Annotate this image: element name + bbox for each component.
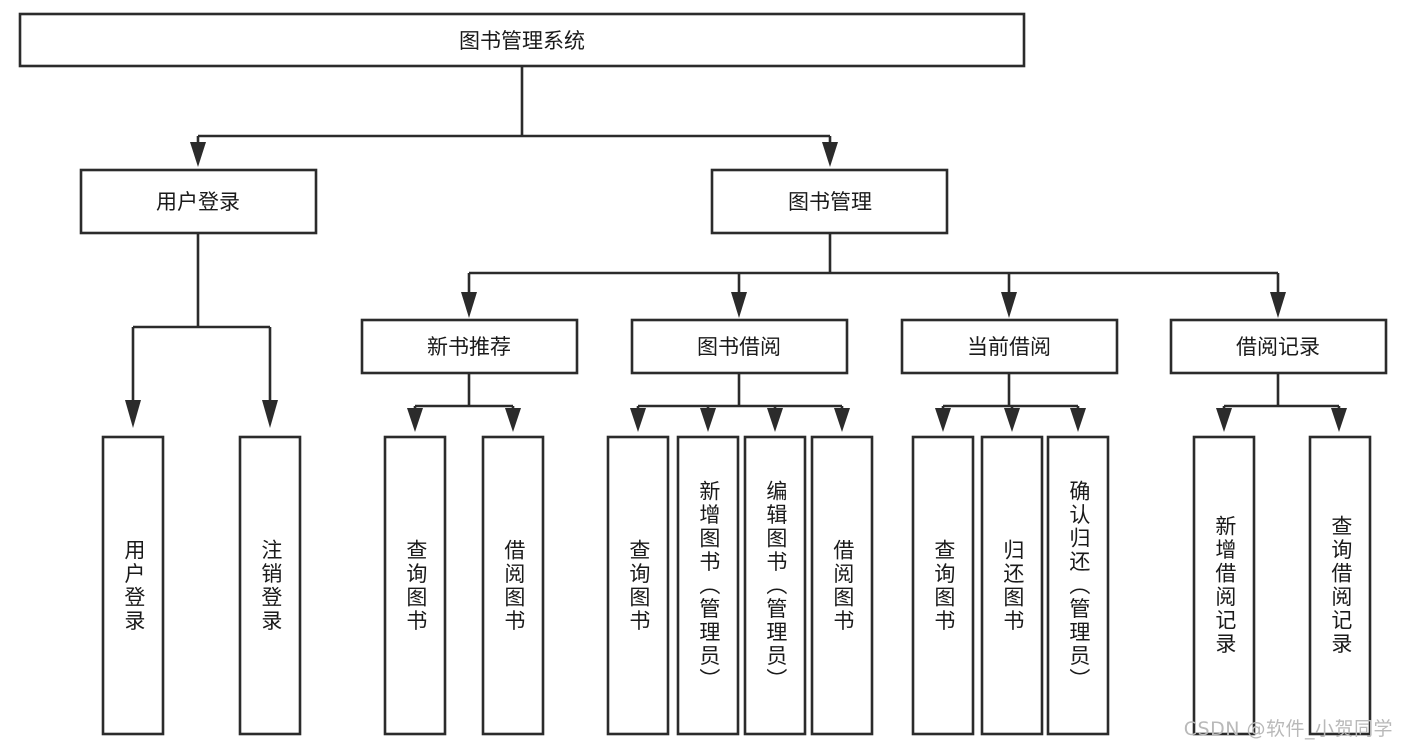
arrow-to-leaf-borrow-book-1-icon (505, 408, 521, 432)
connectors-book-manage-to-level3 (461, 233, 1286, 318)
arrow-to-book-borrow-icon (731, 292, 747, 318)
arrow-to-leaf-add-book-icon (700, 408, 716, 432)
arrow-to-new-book-recommend-icon (461, 292, 477, 318)
node-root-box[interactable] (18, 12, 1026, 68)
node-user-login-label: 用户登录 (156, 190, 240, 214)
leaf-boxes (101, 435, 1372, 736)
connectors-borrow-record-to-leaves (1216, 373, 1347, 432)
arrow-to-leaf-edit-book-icon (767, 408, 783, 432)
leaf-query-book-2-box[interactable] (606, 435, 670, 736)
csdn-watermark: CSDN @软件_小贺同学 (1183, 718, 1393, 740)
connectors-new-book-recommend-to-leaves (407, 373, 521, 432)
arrow-to-book-manage-icon (822, 142, 838, 167)
arrow-to-leaf-user-login-icon (125, 400, 141, 428)
connectors-book-borrow-to-leaves (630, 373, 850, 432)
leaf-query-record-box[interactable] (1308, 435, 1372, 736)
arrow-to-current-borrow-icon (1001, 292, 1017, 318)
arrow-to-user-login-icon (190, 142, 206, 167)
arrow-to-leaf-query-record-icon (1331, 408, 1347, 432)
node-borrow-record-box[interactable] (1169, 318, 1388, 375)
arrow-to-leaf-borrow-book-2-icon (834, 408, 850, 432)
node-borrow-record[interactable]: 借阅记录 (1169, 318, 1388, 375)
node-book-borrow-label: 图书借阅 (697, 335, 781, 359)
arrow-to-borrow-record-icon (1270, 292, 1286, 318)
node-borrow-record-label: 借阅记录 (1236, 335, 1320, 359)
connectors-user-login-to-leaves (125, 233, 278, 428)
leaf-add-book-box[interactable] (676, 435, 740, 736)
arrow-to-leaf-query-book-1-icon (407, 408, 423, 432)
leaf-return-book-box[interactable] (980, 435, 1044, 736)
node-root-label: 图书管理系统 (459, 29, 585, 53)
connectors-root-to-level2 (190, 66, 838, 167)
arrow-to-leaf-user-logout-icon (262, 400, 278, 428)
node-new-book-recommend-box[interactable] (360, 318, 579, 375)
node-book-borrow-box[interactable] (630, 318, 849, 375)
leaf-confirm-return-box[interactable] (1046, 435, 1110, 736)
leaf-borrow-book-2-box[interactable] (810, 435, 874, 736)
node-root[interactable]: 图书管理系统 (18, 12, 1026, 68)
node-user-login[interactable]: 用户登录 (79, 168, 318, 235)
connectors-current-borrow-to-leaves (935, 373, 1086, 432)
node-current-borrow-box[interactable] (900, 318, 1119, 375)
node-user-login-box[interactable] (79, 168, 318, 235)
arrow-to-leaf-add-record-icon (1216, 408, 1232, 432)
arrow-to-leaf-query-book-3-icon (935, 408, 951, 432)
node-new-book-recommend[interactable]: 新书推荐 (360, 318, 579, 375)
leaf-edit-book-box[interactable] (743, 435, 807, 736)
node-new-book-recommend-label: 新书推荐 (427, 335, 511, 359)
leaf-query-book-3-box[interactable] (911, 435, 975, 736)
leaf-borrow-book-1-box[interactable] (481, 435, 545, 736)
leaf-user-login-box[interactable] (101, 435, 165, 736)
arrow-to-leaf-confirm-return-icon (1070, 408, 1086, 432)
node-current-borrow[interactable]: 当前借阅 (900, 318, 1119, 375)
node-current-borrow-label: 当前借阅 (967, 335, 1051, 359)
node-book-manage[interactable]: 图书管理 (710, 168, 949, 235)
leaf-add-record-box[interactable] (1192, 435, 1256, 736)
node-book-manage-label: 图书管理 (788, 190, 872, 214)
node-book-manage-box[interactable] (710, 168, 949, 235)
arrow-to-leaf-query-book-2-icon (630, 408, 646, 432)
node-book-borrow[interactable]: 图书借阅 (630, 318, 849, 375)
leaf-query-book-1-box[interactable] (383, 435, 447, 736)
arrow-to-leaf-return-book-icon (1004, 408, 1020, 432)
leaf-user-logout-box[interactable] (238, 435, 302, 736)
